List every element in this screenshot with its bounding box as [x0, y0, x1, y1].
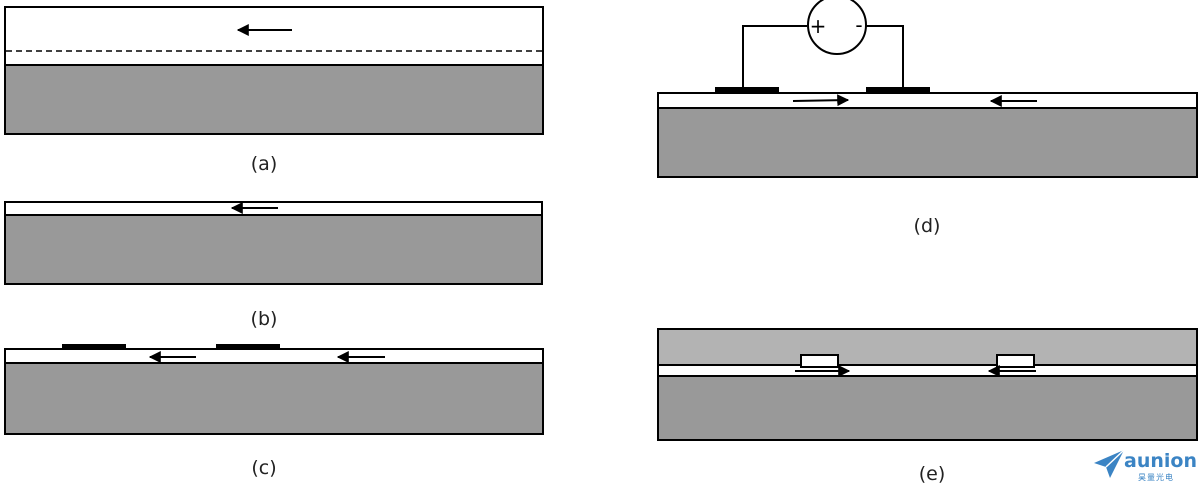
panel-d-minus-sign: - — [855, 13, 862, 37]
panel-b-substrate — [4, 214, 543, 285]
panel-c: (c) — [4, 344, 544, 479]
panel-e-caption: (e) — [919, 463, 946, 485]
panel-a-caption: (a) — [251, 153, 277, 175]
panel-c-film — [4, 348, 544, 364]
panel-d-substrate — [657, 107, 1198, 178]
panel-c-substrate — [4, 362, 544, 435]
panel-d-arrow-right — [792, 94, 850, 107]
panel-d-electrode-left — [715, 87, 779, 93]
logo-subtitle: 昊量光电 — [1138, 472, 1174, 482]
panel-e-film — [657, 364, 1198, 377]
panel-d-caption: (d) — [914, 215, 941, 237]
panel-a-substrate — [4, 64, 544, 135]
paper-plane-icon — [1094, 449, 1125, 478]
panel-d-wire-right — [866, 25, 904, 88]
panel-b-caption: (b) — [251, 308, 278, 330]
panel-e-electrode-right — [996, 354, 1035, 368]
logo-name: aunion — [1124, 450, 1197, 472]
panel-e-substrate — [657, 375, 1198, 441]
panel-d-plus-sign: + — [810, 14, 827, 38]
panel-c-caption: (c) — [251, 457, 276, 479]
panel-e: (e) — [657, 328, 1198, 485]
panel-e-cladding — [657, 328, 1198, 366]
panel-b: (b) — [4, 201, 543, 330]
panel-a: (a) — [4, 6, 544, 175]
panel-d-voltage-source — [807, 0, 867, 55]
panel-d-wire-left — [742, 25, 807, 88]
panel-d-electrode-right — [866, 87, 930, 93]
panel-c-electrode-left — [62, 344, 126, 350]
panel-e-electrode-left — [800, 354, 839, 368]
panel-a-film — [4, 6, 544, 66]
panel-d: + - (d) — [657, 0, 1198, 237]
aunion-logo: aunion 昊量光电 — [1094, 449, 1197, 482]
panel-d-film — [657, 92, 1198, 109]
panel-c-electrode-right — [216, 344, 280, 350]
